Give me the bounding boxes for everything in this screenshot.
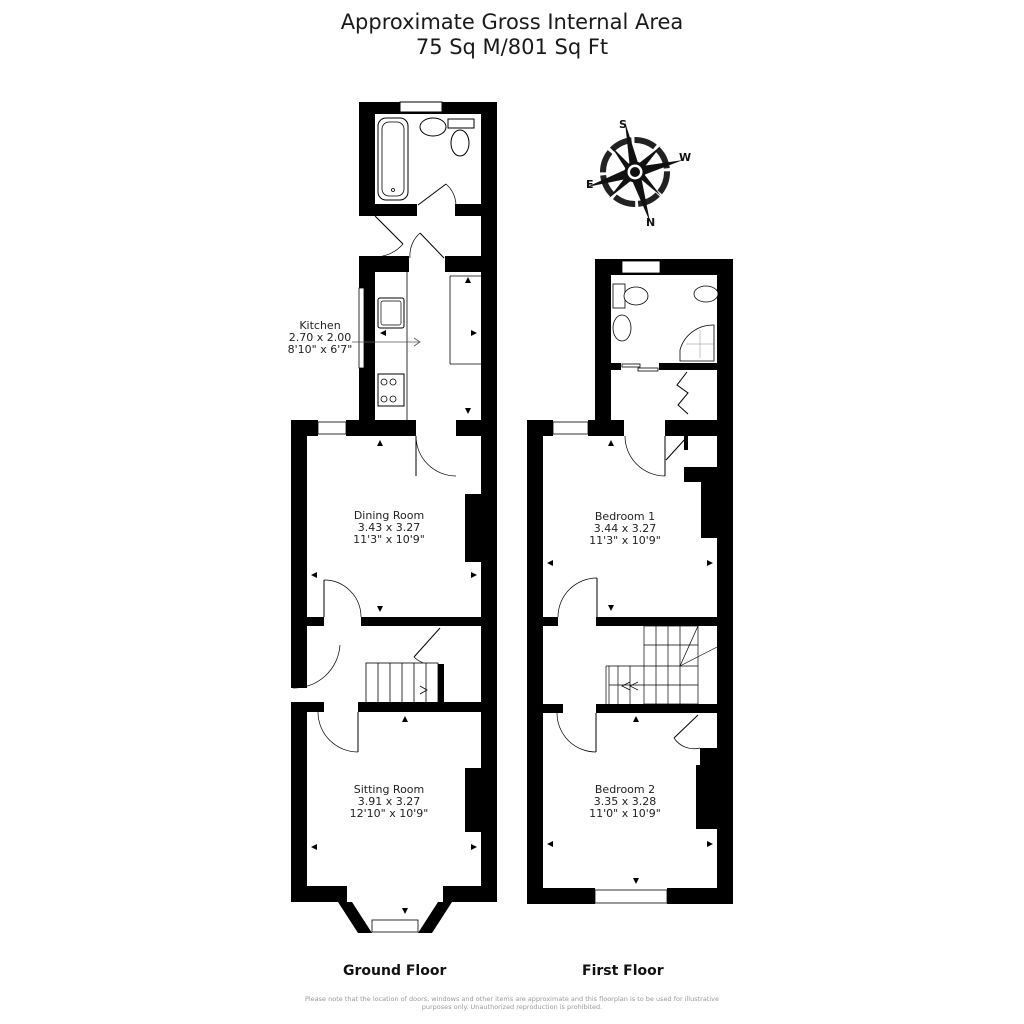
kitchen-sink-icon [377, 297, 405, 329]
room-label-bedroom-2: Bedroom 2 3.35 x 3.28 11'0" x 10'9" [570, 784, 680, 820]
first-floor-plan [527, 259, 733, 904]
disclaimer-line1: Please note that the location of doors, … [304, 995, 720, 1003]
dimension-markers [311, 277, 713, 914]
room-imperial: 11'3" x 10'9" [353, 533, 425, 546]
bedroom1-cupboard-door [665, 437, 687, 461]
wc-icon [612, 283, 626, 309]
kitchen-walls [359, 256, 497, 436]
room-name: Dining Room [353, 509, 425, 522]
room-imperial: 12'10" x 10'9" [349, 807, 429, 820]
room-metric: 3.91 x 3.27 [357, 795, 421, 808]
bidet-icon [693, 285, 719, 303]
back-door [374, 215, 404, 245]
room-name: Sitting Room [353, 783, 425, 796]
front-door [292, 644, 341, 689]
shower-room-window [621, 260, 661, 274]
bedroom2-window [594, 889, 668, 904]
room-label-kitchen: Kitchen 2.70 x 2.00 8'10" x 6'7" [270, 320, 370, 356]
shower-icon [679, 324, 715, 362]
first-floor-label: First Floor [582, 963, 664, 979]
ground-floor-label: Ground Floor [343, 963, 447, 979]
room-metric: 3.43 x 3.27 [357, 521, 421, 534]
compass-label-top: S [619, 118, 627, 131]
kitchen-window [358, 287, 365, 369]
area-title-line2: 75 Sq M/801 Sq Ft [415, 35, 609, 59]
room-name: Bedroom 1 [594, 510, 656, 523]
room-metric: 3.44 x 3.27 [593, 522, 657, 535]
bathroom-door [417, 183, 447, 206]
ground-stairs [365, 662, 439, 704]
disclaimer: Please note that the location of doors, … [300, 995, 724, 1011]
basin-icon [612, 314, 632, 342]
room-label-dining-room: Dining Room 3.43 x 3.27 11'3" x 10'9" [334, 510, 444, 546]
room-imperial: 11'3" x 10'9" [589, 534, 661, 547]
room-label-bedroom-1: Bedroom 1 3.44 x 3.27 11'3" x 10'9" [570, 511, 680, 547]
washbasin-icon [419, 117, 447, 137]
compass-rose-icon [587, 122, 683, 222]
room-name: Bedroom 2 [594, 783, 656, 796]
ground-floor-plan [291, 101, 497, 933]
bathroom-window [399, 101, 443, 113]
bedroom2-cupboard-door [673, 714, 699, 739]
sitting-room-walls [291, 702, 497, 933]
compass-label-left: E [586, 178, 594, 191]
cupboard-door [413, 627, 441, 658]
compass-label-right: W [679, 151, 692, 164]
bedroom1-walls [527, 420, 733, 710]
area-title: Approximate Gross Internal Area 75 Sq M/… [0, 10, 1024, 60]
bay-window [371, 919, 419, 933]
dining-room-walls [291, 420, 497, 710]
room-metric: 3.35 x 3.28 [593, 795, 657, 808]
toilet-icon [447, 118, 475, 129]
cupboard-bifold-door [676, 371, 689, 415]
room-metric: 2.70 x 2.00 [288, 331, 352, 344]
bedroom2-walls [527, 704, 733, 904]
bathtub-icon [377, 117, 409, 201]
room-name: Kitchen [299, 319, 341, 332]
dining-window [317, 421, 347, 435]
sliding-door [621, 363, 641, 368]
area-title-line1: Approximate Gross Internal Area [340, 10, 684, 34]
room-label-sitting-room: Sitting Room 3.91 x 3.27 12'10" x 10'9" [334, 784, 444, 820]
room-imperial: 8'10" x 6'7" [287, 343, 353, 356]
bedroom1-window [552, 421, 589, 435]
compass-label-bottom: N [646, 216, 656, 229]
first-floor-stairs [605, 625, 718, 705]
disclaimer-line2: purposes only. Unauthorized reproduction… [421, 1003, 603, 1011]
room-imperial: 11'0" x 10'9" [589, 807, 661, 820]
